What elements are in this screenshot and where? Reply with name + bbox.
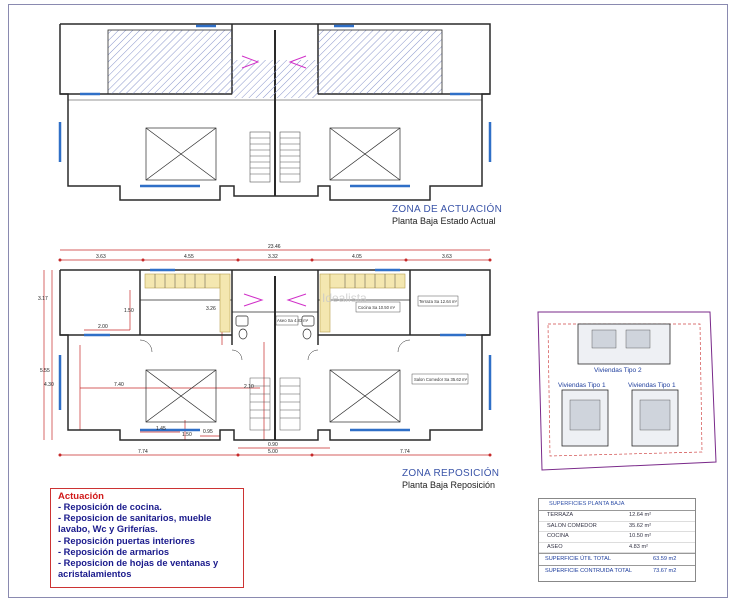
key-plan: Viviendas Tipo 2 Viviendas Tipo 1 Vivien… (537, 311, 717, 471)
dim-misc: 2.10 (244, 384, 254, 390)
superficie-construida-row: SUPERFICIE CONTRUIDA TOTAL 73.67 m2 (539, 565, 695, 577)
dim-misc: 1.45 (156, 426, 166, 432)
actuacion-header: Actuación (58, 491, 104, 502)
dim-seg: 5.00 (268, 449, 278, 455)
superficies-label: ASEO (547, 543, 563, 550)
kitchen-counters (144, 273, 406, 333)
superficies-row: TERRAZA 12.64 m² (539, 511, 695, 522)
dim-total: 23.46 (268, 244, 281, 250)
superficies-label: TERRAZA (547, 512, 574, 518)
magenta-marks-bottom (243, 293, 307, 307)
dim-misc: 4.30 (44, 382, 54, 388)
superficies-header: SUPERFICIES PLANTA BAJA (539, 499, 695, 511)
dim-seg: 4.05 (352, 254, 362, 260)
superficie-construida-value: 73.67 m2 (653, 568, 677, 574)
dim-misc: 0.95 (203, 429, 213, 435)
dim-lines-bottom-plan (43, 249, 490, 456)
superficies-value: 4.83 m² (629, 543, 648, 550)
zone-title-reposicion: ZONA REPOSICIÓN (402, 468, 500, 479)
room-label-aseo: Aseo Sa 4.83 m² (277, 318, 309, 323)
superficies-row: ASEO 4.83 m² (539, 543, 695, 553)
zone-subtitle-actual: Planta Baja Estado Actual (392, 216, 496, 226)
room-label-cocina: Cocina Sa 10.50 m² (358, 305, 396, 310)
bottom-plan-voids (145, 369, 401, 423)
actuacion-item: - Reposición puertas interiores (58, 535, 195, 546)
actuacion-item: - Reposicion de sanitarios, mueble lavab… (58, 513, 212, 535)
actuacion-item: - Reposicion de hojas de ventanas y acri… (58, 558, 219, 580)
magenta-marks-top (241, 55, 307, 69)
drawing-sheet (8, 4, 728, 598)
watermark: Idealista (322, 291, 367, 305)
room-label-salon: Salon Comedor Sa 35.62 m² (414, 377, 468, 382)
dim-misc: 5.55 (40, 368, 50, 374)
zone-subtitle-reposicion: Planta Baja Reposición (402, 480, 496, 490)
superficies-value: 35.62 m² (629, 522, 652, 529)
dim-misc: 0.90 (268, 442, 278, 448)
superficies-value: 10.50 m² (629, 533, 652, 539)
door-swings (139, 339, 411, 361)
superficie-util-value: 63.59 m2 (653, 556, 677, 562)
top-plan-windows (58, 24, 492, 188)
superficie-util-label: SUPERFICIE ÚTIL TOTAL (545, 556, 611, 562)
top-plan-stairs (249, 131, 301, 183)
superficies-row: COCINA 10.50 m² (539, 532, 695, 543)
actuacion-item: - Reposición de armarios (58, 546, 170, 557)
dim-seg: 7.74 (138, 449, 148, 455)
bath-fixtures (235, 315, 315, 340)
superficies-label: SALON COMEDOR (547, 522, 597, 529)
room-labels: Cocina Sa 10.50 m² Aseo Sa 4.83 m² Salon… (275, 295, 469, 385)
key-plan-label-tipo1a: Viviendas Tipo 1 (558, 382, 606, 389)
zone-title-actuacion: ZONA DE ACTUACIÓN (392, 204, 503, 215)
dim-misc: 3.17 (38, 296, 48, 302)
top-plan-voids (145, 127, 401, 181)
dim-seg: 4.55 (184, 254, 194, 260)
room-label-terraza: Terraza Sa 12.64 m² (419, 299, 458, 304)
dim-seg: 3.32 (268, 254, 278, 260)
superficies-value: 12.64 m² (629, 512, 652, 518)
bottom-plan-walls (59, 269, 491, 441)
bottom-plan-stairs (249, 377, 301, 431)
dim-seg: 3.63 (442, 254, 452, 260)
dim-ticks (58, 258, 492, 457)
superficie-util-row: SUPERFICIE ÚTIL TOTAL 63.59 m2 (539, 553, 695, 565)
superficies-label: COCINA (547, 533, 569, 539)
dim-misc: 2.00 (98, 324, 108, 330)
dim-seg: 3.63 (96, 254, 106, 260)
key-plan-tipo2 (577, 323, 671, 365)
actuacion-list: - Reposición de cocina. - Reposicion de … (51, 502, 243, 580)
key-plan-label-tipo2: Viviendas Tipo 2 (594, 367, 642, 374)
dim-misc: 1.50 (124, 308, 134, 314)
dim-misc: 7.40 (114, 382, 124, 388)
dimension-texts: 23.46 3.63 4.55 3.32 4.05 3.63 7.74 5.00… (38, 244, 452, 455)
bottom-plan-windows (58, 268, 492, 432)
hatched-area-right (317, 29, 443, 95)
key-plan-label-tipo1b: Viviendas Tipo 1 (628, 382, 676, 389)
dim-seg: 7.74 (400, 449, 410, 455)
actuacion-item: - Reposición de cocina. (58, 502, 162, 512)
actuacion-box: Actuación - Reposición de cocina. - Repo… (50, 488, 244, 588)
hatched-area-left (107, 29, 233, 95)
dim-misc: 3.26 (206, 306, 216, 312)
superficies-row: SALON COMEDOR 35.62 m² (539, 522, 695, 532)
superficie-construida-label: SUPERFICIE CONTRUIDA TOTAL (545, 568, 633, 574)
dim-misc: 1.50 (182, 432, 192, 438)
